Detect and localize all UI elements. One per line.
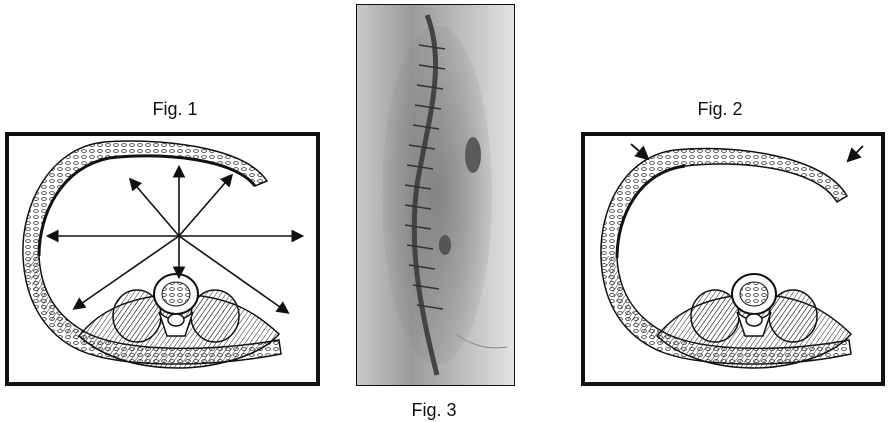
figure-1-caption: Fig. 1 <box>115 99 235 120</box>
vertebra-and-back-muscles <box>79 274 279 368</box>
abdominal-cross-section-illustration-expanded <box>9 136 316 382</box>
sutured-wound-photo <box>357 5 514 385</box>
figure-3-photo <box>356 4 515 386</box>
figure-1-panel <box>5 132 320 386</box>
figure-3-caption: Fig. 3 <box>374 400 494 421</box>
figure-2-panel <box>581 132 885 386</box>
abdominal-cross-section-illustration-open <box>585 136 881 382</box>
vertebra-and-back-muscles <box>657 274 851 368</box>
figure-2-caption: Fig. 2 <box>660 99 780 120</box>
